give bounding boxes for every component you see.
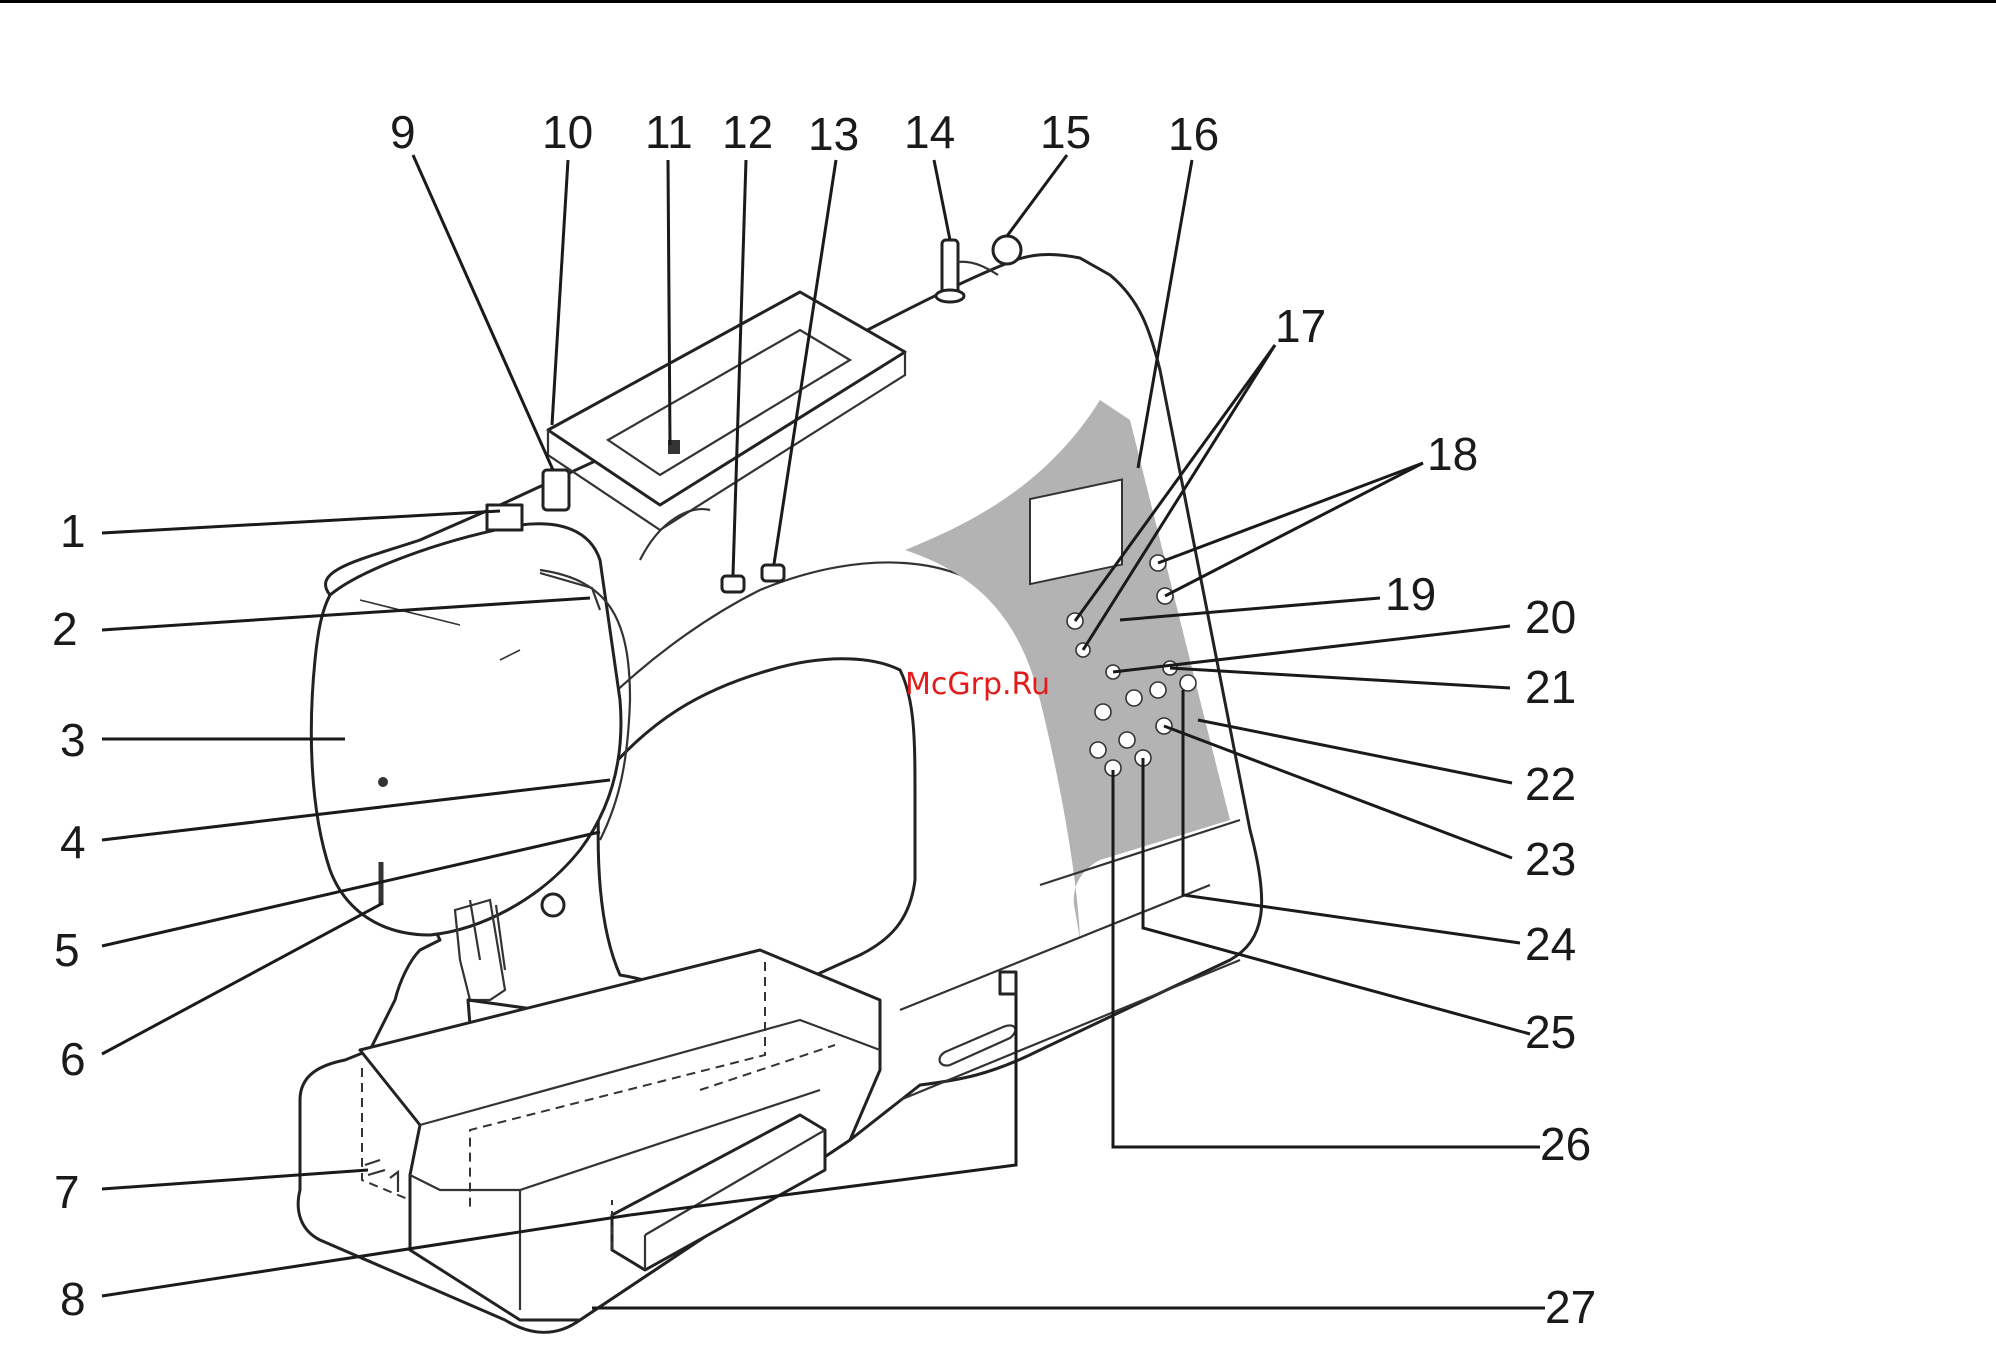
callout-8: 8 [60, 1273, 86, 1325]
callout-5: 5 [54, 924, 80, 976]
callout-18: 18 [1427, 428, 1478, 480]
machine-drawing [298, 236, 1262, 1332]
panel-button-b [1126, 690, 1142, 706]
callout-21: 21 [1525, 661, 1576, 713]
callout-11: 11 [645, 106, 693, 158]
callout-12: 12 [722, 106, 773, 158]
leader-22 [1198, 720, 1512, 783]
callout-6: 6 [60, 1033, 86, 1085]
leader-11 [668, 160, 670, 445]
arm-button-left [722, 576, 744, 592]
panel-button-f [1119, 732, 1135, 748]
callout-16: 16 [1168, 108, 1219, 160]
panel-button-e [1090, 742, 1106, 758]
leader-14 [934, 160, 950, 240]
leader-10 [552, 160, 568, 425]
callout-25: 25 [1525, 1006, 1576, 1058]
leader-9 [413, 155, 553, 470]
callout-19: 19 [1385, 568, 1436, 620]
callout-17: 17 [1275, 300, 1326, 352]
callout-27: 27 [1545, 1281, 1596, 1333]
callout-7: 7 [54, 1166, 80, 1218]
panel-button-c [1150, 682, 1166, 698]
arm-button-right [762, 565, 784, 581]
lcd-screen [1030, 480, 1122, 585]
leader-6 [102, 903, 383, 1054]
callout-23: 23 [1525, 833, 1576, 885]
callout-15: 15 [1040, 106, 1091, 158]
callout-10: 10 [542, 106, 593, 158]
callout-4: 4 [60, 816, 86, 868]
speed-slider [1000, 972, 1016, 994]
leader-18a [1158, 463, 1423, 563]
presser-knob [542, 894, 564, 916]
leader-15 [1007, 155, 1067, 236]
callout-20: 20 [1525, 591, 1576, 643]
callout-26: 26 [1540, 1118, 1591, 1170]
callout-9: 9 [390, 106, 416, 158]
callout-22: 22 [1525, 758, 1576, 810]
panel-button-a [1095, 704, 1111, 720]
bobbin-winder [993, 236, 1021, 264]
callout-3: 3 [60, 714, 86, 766]
head-screw [378, 777, 388, 787]
callout-14: 14 [904, 106, 955, 158]
thread-guide-top [487, 505, 522, 530]
callout-13: 13 [808, 108, 859, 160]
tension-knob [543, 470, 569, 510]
spool-pin-base [936, 290, 964, 302]
callout-1: 1 [60, 505, 86, 557]
callout-24: 24 [1525, 918, 1576, 970]
watermark: McGrp.Ru [905, 667, 1050, 702]
callout-2: 2 [52, 603, 78, 655]
panel-button-d [1180, 675, 1196, 691]
